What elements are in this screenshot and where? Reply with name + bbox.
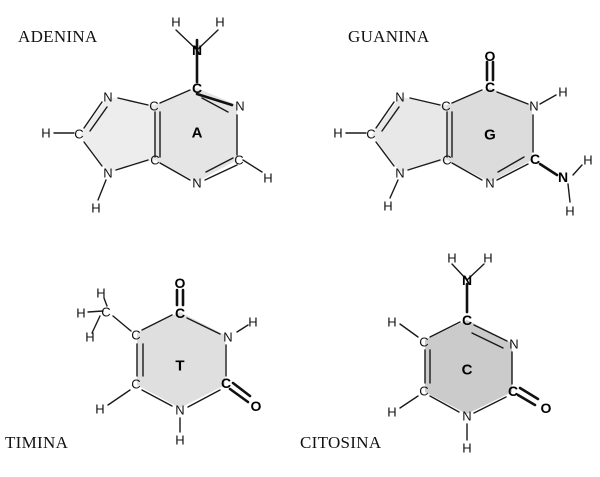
- adenine-c5: C: [149, 99, 158, 114]
- guanine-h-n2a: H: [583, 153, 592, 168]
- cytosine-c2: C: [508, 383, 518, 399]
- cytosine-h-c5: H: [387, 315, 396, 330]
- cytosine-h-n1: H: [462, 441, 471, 456]
- cytosine-c6: C: [419, 384, 428, 399]
- adenine-imidazole-shade: [80, 97, 155, 172]
- guanine-n7: N: [395, 90, 404, 105]
- adenine-structure: ADENINA H H N C N C H N C C N C: [18, 15, 273, 216]
- cytosine-o2: O: [541, 400, 552, 416]
- guanine-n1: N: [529, 99, 538, 114]
- adenine-c8: C: [74, 127, 83, 142]
- cytosine-ring-shade: [425, 320, 512, 414]
- guanine-c8: C: [366, 127, 375, 142]
- cytosine-title: CITOSINA: [300, 433, 382, 452]
- cytosine-center-label: C: [462, 362, 473, 379]
- adenine-n9: N: [103, 166, 112, 181]
- guanine-h-c8: H: [333, 126, 342, 141]
- guanine-structure: GUANINA O C N H C N H H N C C: [333, 27, 592, 219]
- adenine-c2: C: [234, 153, 243, 168]
- adenine-c4: C: [150, 153, 159, 168]
- thymine-methyl-c: C: [101, 305, 110, 320]
- thymine-o2: O: [251, 398, 262, 414]
- guanine-c2: C: [530, 151, 540, 167]
- thymine-h-n3: H: [248, 315, 257, 330]
- adenine-n7: N: [103, 90, 112, 105]
- adenine-h1: H: [171, 15, 180, 30]
- thymine-c2: C: [221, 375, 231, 391]
- adenine-center-label: A: [192, 125, 203, 142]
- guanine-center-label: G: [484, 127, 496, 144]
- cytosine-h-n4b: H: [483, 251, 492, 266]
- adenine-n3: N: [192, 176, 201, 191]
- guanine-n3: N: [485, 176, 494, 191]
- adenine-h-n9: H: [91, 201, 100, 216]
- thymine-c5: C: [131, 328, 140, 343]
- guanine-c6: C: [485, 79, 495, 95]
- adenine-n1: N: [235, 99, 244, 114]
- thymine-n3: N: [223, 330, 232, 345]
- cytosine-n4: N: [462, 272, 472, 288]
- thymine-methyl-h2: H: [85, 330, 94, 345]
- thymine-title: TIMINA: [5, 433, 69, 452]
- thymine-methyl-h3: H: [96, 286, 105, 301]
- thymine-methyl-h1: H: [76, 306, 85, 321]
- guanine-c4: C: [442, 153, 451, 168]
- cytosine-n3: N: [509, 337, 518, 352]
- adenine-h-c2: H: [263, 171, 272, 186]
- adenine-c6: C: [192, 80, 202, 96]
- adenine-title: ADENINA: [18, 27, 98, 46]
- guanine-ring-shade: [447, 88, 532, 182]
- adenine-ring-shade: [155, 88, 237, 182]
- thymine-n1: N: [175, 403, 184, 418]
- thymine-h-c6: H: [95, 402, 104, 417]
- cytosine-c5: C: [419, 335, 428, 350]
- guanine-h-n2b: H: [565, 204, 574, 219]
- guanine-h-n9: H: [383, 199, 392, 214]
- cytosine-structure: CITOSINA H H N C N C O N H C H C H C: [300, 251, 552, 456]
- cytosine-h-n4a: H: [447, 251, 456, 266]
- guanine-n9: N: [395, 166, 404, 181]
- cytosine-c4: C: [462, 312, 472, 328]
- cytosine-n1: N: [462, 409, 471, 424]
- guanine-imidazole-shade: [372, 97, 447, 172]
- guanine-title: GUANINA: [348, 27, 430, 46]
- adenine-h-c8: H: [41, 126, 50, 141]
- cytosine-h-c6: H: [387, 405, 396, 420]
- thymine-c6: C: [131, 377, 140, 392]
- thymine-structure: TIMINA O C N H C O N H C H C C H H: [5, 275, 262, 452]
- thymine-o4: O: [175, 275, 186, 291]
- guanine-n2: N: [558, 169, 568, 185]
- thymine-c4: C: [175, 305, 185, 321]
- guanine-c5: C: [441, 99, 450, 114]
- thymine-center-label: T: [175, 358, 184, 375]
- thymine-ring-shade: [137, 312, 225, 408]
- guanine-h-n1: H: [558, 85, 567, 100]
- guanine-o6: O: [485, 48, 496, 64]
- thymine-h-n1: H: [175, 433, 184, 448]
- adenine-n6: N: [192, 42, 202, 58]
- adenine-h2: H: [215, 15, 224, 30]
